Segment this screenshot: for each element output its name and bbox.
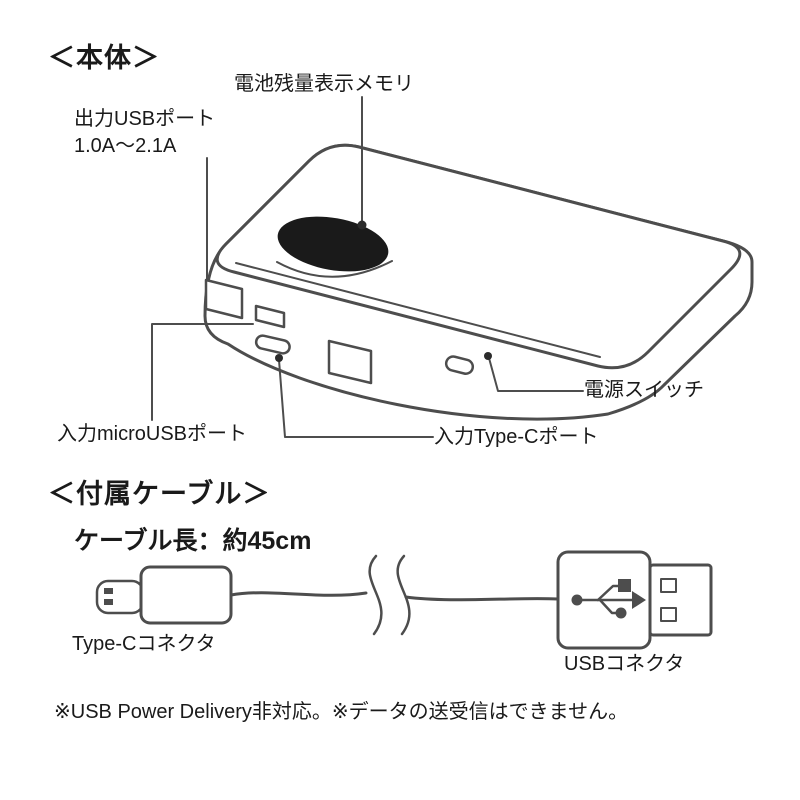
type-c-plug-tip — [95, 579, 145, 615]
usb-connector — [556, 550, 713, 650]
powerbank-illustration — [203, 143, 754, 421]
output-usb-port-left — [204, 278, 244, 320]
cable-section-heading: ＜付属ケーブル＞ — [48, 479, 271, 509]
type-c-plug-pin-bottom — [104, 599, 113, 605]
powerbank-top-face — [215, 143, 742, 370]
footnote-text: ※USB Power Delivery非対応。※データの送受信はできません。 — [54, 701, 629, 723]
leader-dot-type-c — [275, 354, 283, 362]
power-switch-label: 電源スイッチ — [584, 379, 704, 401]
leader-dot-battery — [357, 220, 367, 230]
input-type-c-label: 入力Type-Cポート — [434, 426, 599, 448]
cable-illustration — [95, 550, 713, 650]
type-c-connector-label: Type-Cコネクタ — [72, 633, 216, 655]
output-usb-port-label: 出力USBポート 1.0A〜2.1A — [74, 107, 215, 158]
usb-connector-label: USBコネクタ — [564, 653, 685, 675]
type-c-connector-body — [139, 565, 233, 625]
indicator-recess-curve — [276, 260, 393, 278]
output-usb-port-label-line2: 1.0A〜2.1A — [74, 135, 177, 157]
usb-plug-hole-top — [660, 578, 677, 593]
battery-indicator-display — [277, 216, 389, 272]
output-usb-port-front — [327, 339, 373, 385]
cable-line-left — [229, 591, 368, 597]
usb-logo-icon — [571, 579, 646, 619]
powerbank-edge-bevel — [235, 262, 601, 358]
cable-line-right — [404, 595, 560, 602]
input-micro-usb-port — [254, 304, 286, 329]
usb-plug-hole-bottom — [660, 607, 677, 622]
input-micro-usb-label: 入力microUSBポート — [57, 423, 248, 445]
body-section-heading: ＜本体＞ — [48, 43, 160, 73]
usb-plug — [648, 563, 713, 637]
input-type-c-port — [254, 334, 291, 355]
type-c-plug-pin-top — [104, 588, 113, 594]
leader-micro-usb — [151, 323, 254, 421]
leader-dot-power-switch — [484, 352, 492, 360]
power-switch — [444, 355, 475, 375]
output-usb-port-label-line1: 出力USBポート — [74, 108, 216, 130]
leader-type-c — [278, 359, 434, 438]
cable-break-mark-right — [396, 554, 411, 636]
leader-power-switch — [488, 357, 584, 392]
type-c-connector — [95, 565, 233, 625]
leader-lines — [151, 96, 584, 438]
battery-indicator-label: 電池残量表示メモリ — [234, 73, 414, 95]
cable-length-label: ケーブル長：約45cm — [74, 527, 312, 555]
cable-break-mark-left — [368, 554, 383, 636]
